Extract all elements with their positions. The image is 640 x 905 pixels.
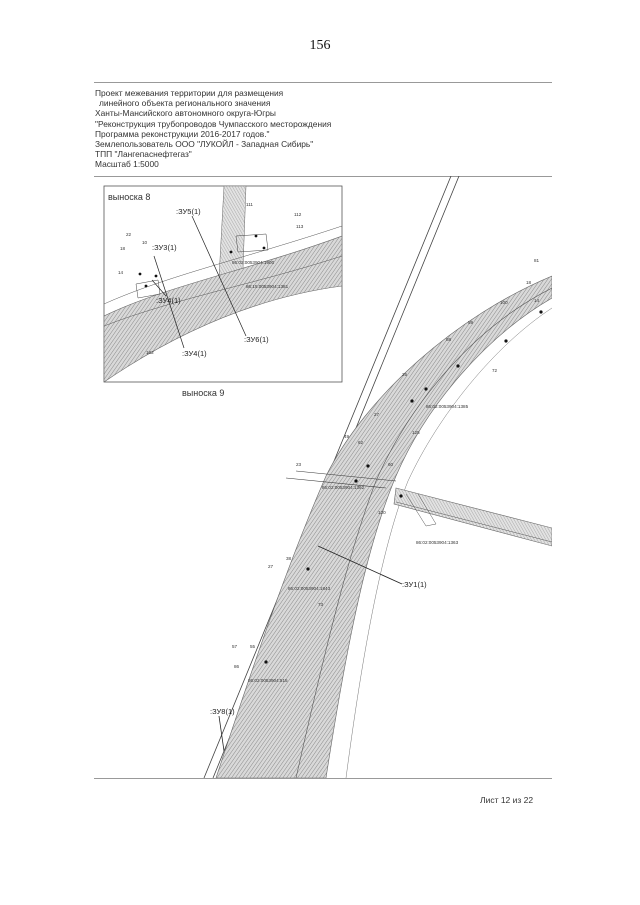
boundary-line: [295, 470, 397, 482]
callout-leader: [317, 545, 403, 585]
point-label: 18: [120, 246, 126, 251]
document-header: Проект межевания территории для размещен…: [95, 88, 350, 170]
point-label: 112: [294, 212, 302, 217]
inset-8-title: выноска 8: [108, 192, 150, 202]
cadastral-label: 86:02:0053904:1843: [288, 586, 331, 591]
pipeline-corridor: [215, 275, 552, 778]
point-label: 113: [296, 224, 304, 229]
point-label: 18: [526, 280, 532, 285]
header-line: ТПП "Лангепаснефтегаз": [95, 149, 192, 160]
point-label: 55: [250, 644, 256, 649]
survey-map: :ЗУ1(1) :ЗУ8(1) 86:02:0053904:1362 86:02…: [96, 176, 552, 778]
callout-leader: [218, 715, 225, 752]
callout-leader: [151, 279, 167, 297]
cadastral-label: 86:02:0053904:1363: [416, 540, 459, 545]
point-label: 22: [126, 232, 132, 237]
point-label: 86: [234, 664, 240, 669]
survey-map-svg: :ЗУ1(1) :ЗУ8(1) 86:02:0053904:1362 86:02…: [103, 176, 552, 778]
point-label: 73: [318, 602, 324, 607]
point-label: 81: [534, 258, 540, 263]
point-label: 62: [358, 440, 364, 445]
branch-corridor: [393, 487, 552, 547]
point-label: 88: [446, 337, 452, 342]
point-label: 27: [374, 412, 380, 417]
point-label: 27: [268, 564, 274, 569]
corridor-line: [295, 287, 552, 778]
branch-detail: [405, 493, 437, 527]
point-label: 111: [246, 202, 253, 207]
corridor-line: [345, 307, 552, 778]
header-line: Проект межевания территории для размещен…: [95, 88, 284, 98]
cadastral-label: 86:02:0053904:1385: [426, 404, 469, 409]
inset-parcel: [135, 279, 161, 299]
header-line: Ханты-Мансийского автономного округа-Югр…: [95, 108, 276, 119]
point-label: 10: [142, 240, 148, 245]
main-map: :ЗУ1(1) :ЗУ8(1) 86:02:0053904:1362 86:02…: [203, 176, 552, 778]
callout-zu4: :ЗУ4(1): [156, 296, 181, 305]
callout-zu3: :ЗУ3(1): [152, 243, 177, 252]
cadastral-label: 86:02:0053904:1900: [232, 260, 275, 265]
point-label: 14: [534, 298, 540, 303]
header-line: Масштаб 1:5000: [95, 159, 159, 170]
callout-zu1: :ЗУ1(1): [402, 580, 427, 589]
point-label: 38: [286, 556, 292, 561]
callout-zu8: :ЗУ8(1): [210, 707, 235, 716]
branch-line: [395, 501, 552, 543]
point-label: 125: [412, 430, 420, 435]
point-label: 59: [468, 320, 474, 325]
header-line: Землепользователь ООО "ЛУКОЙЛ - Западная…: [95, 139, 314, 150]
inset-line: [104, 255, 342, 327]
bottom-rule: [94, 778, 552, 779]
callout-zu6: :ЗУ6(1): [244, 335, 269, 344]
callout-leader: [191, 215, 247, 337]
sheet-label: Лист 12 из 22: [480, 795, 534, 805]
point-label: 25: [402, 372, 408, 377]
point-label: 49: [344, 434, 350, 439]
point-label: 182: [146, 350, 154, 355]
header-line: Программа реконструкции 2016-2017 годов.…: [95, 128, 270, 139]
boundary-line: [285, 477, 387, 489]
header-rule: [94, 176, 552, 177]
cadastral-label: 86:02:0053904:515: [248, 678, 288, 683]
page-number: 156: [309, 38, 331, 53]
inset-line: [104, 225, 342, 305]
point-label: 72: [492, 368, 498, 373]
survey-points: [264, 310, 543, 664]
cadastral-label: 86:15:0053904:1381: [246, 284, 289, 289]
point-label: 120: [378, 510, 386, 515]
inset-8: выноска 8 :ЗУ5(1) :ЗУ3(1) :ЗУ4(1) :ЗУ6(1…: [103, 185, 343, 383]
point-label: 60: [388, 462, 394, 467]
callout-zu4b: :ЗУ4(1): [182, 349, 207, 358]
point-label: 57: [232, 644, 238, 649]
header-line: "Реконструкция трубопроводов Чумпасского…: [95, 118, 332, 129]
point-label: 23: [296, 462, 302, 467]
inset-9-title: выноска 9: [182, 388, 224, 398]
point-label: 14: [118, 270, 124, 275]
cadastral-label: 86:02:0053904:1362: [322, 485, 365, 490]
header-line: линейного объекта регионального значения: [99, 98, 271, 109]
top-rule: [94, 82, 552, 83]
callout-leader: [153, 255, 185, 349]
point-label: 100: [500, 300, 508, 305]
inset-corridor: [104, 235, 342, 382]
callout-zu5: :ЗУ5(1): [176, 207, 201, 216]
